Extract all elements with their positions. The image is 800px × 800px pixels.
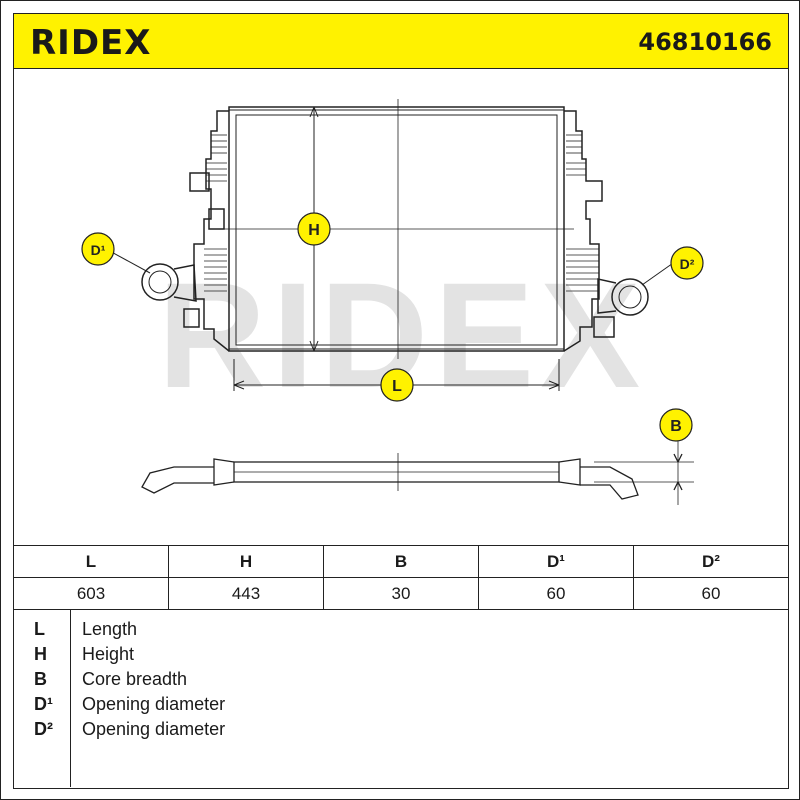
- svg-text:D²: D²: [680, 256, 695, 272]
- label-d2: D²: [670, 246, 704, 280]
- intercooler-side-view: [141, 439, 694, 505]
- header-cell-b: B: [323, 545, 479, 578]
- value-cell-b: 30: [323, 577, 479, 610]
- legend-key: H: [34, 644, 47, 664]
- header-cell-d1: D¹: [478, 545, 634, 578]
- header-cell-d2: D²: [633, 545, 789, 578]
- svg-text:L: L: [392, 378, 402, 395]
- value-cell-d1: 60: [478, 577, 634, 610]
- legend-divider: [70, 609, 71, 787]
- label-b: B: [659, 408, 693, 442]
- svg-text:B: B: [670, 418, 682, 435]
- header-bar: RIDEX 46810166: [13, 13, 789, 69]
- dimensions-value-row: 603 443 30 60 60: [13, 577, 789, 610]
- legend-description: Opening diameter: [82, 694, 226, 714]
- label-d1: D¹: [81, 232, 115, 266]
- part-number: 46810166: [638, 28, 772, 56]
- fin-hatching: [204, 134, 599, 292]
- legend-key: L: [34, 619, 45, 639]
- legend-description: Opening diameter: [82, 719, 226, 739]
- dimensions-table: L H B D¹ D² 603 443 30 60 60: [13, 545, 789, 610]
- legend-description: Height: [82, 644, 135, 664]
- legend-key: D²: [34, 719, 53, 739]
- intercooler-drawing: RIDEX: [81, 99, 704, 505]
- legend-item: D¹ Opening diameter: [14, 694, 790, 719]
- legend-description: Length: [82, 619, 138, 639]
- svg-text:H: H: [308, 222, 320, 239]
- brand-logo: RIDEX: [30, 23, 152, 63]
- value-cell-l: 603: [13, 577, 169, 610]
- legend-key: B: [34, 669, 47, 689]
- header-cell-h: H: [168, 545, 324, 578]
- legend-item: D² Opening diameter: [14, 719, 790, 744]
- legend-item: B Core breadth: [14, 669, 790, 694]
- value-cell-h: 443: [168, 577, 324, 610]
- legend-key: D¹: [34, 694, 53, 714]
- legend-item: L Length: [14, 619, 790, 644]
- header-cell-l: L: [13, 545, 169, 578]
- svg-text:D¹: D¹: [91, 242, 106, 258]
- legend: L Length H Height B Core breadth D¹ Open…: [13, 609, 789, 789]
- legend-item: H Height: [14, 644, 790, 669]
- label-h: H: [297, 212, 331, 246]
- label-l: L: [380, 368, 414, 402]
- technical-drawing: RIDEX: [13, 69, 789, 545]
- value-cell-d2: 60: [633, 577, 789, 610]
- dimensions-header-row: L H B D¹ D²: [13, 545, 789, 578]
- legend-description: Core breadth: [82, 669, 188, 689]
